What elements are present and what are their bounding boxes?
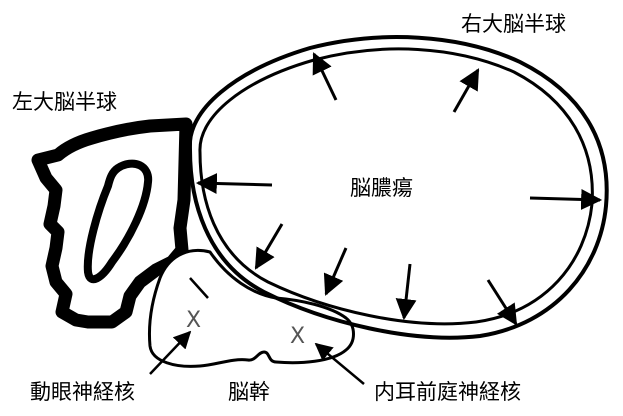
arrow-down-left [254,223,284,270]
arrow-down-center [395,263,417,321]
oculomotor-nucleus-marker: X [186,308,201,333]
vestibular-nucleus-label: 内耳前庭神経核 [374,380,521,404]
brainstem-label: 脳幹 [228,380,270,404]
oculomotor-pointer [149,330,192,375]
arrow-left [195,173,273,195]
arrow-right [529,188,603,210]
pointer-lines [149,277,365,385]
vestibular-pointer [314,342,365,385]
brainstem-shape [148,249,355,368]
arrow-down-right [486,279,518,326]
pressure-arrows [195,52,603,326]
arrow-up-right [452,68,480,113]
left-hemisphere-label: 左大脳半球 [12,90,117,114]
left-hemisphere-shape [31,117,193,329]
arrow-down-mid [323,247,348,296]
oculomotor-nucleus-label: 動眼神経核 [30,380,135,404]
abscess-label: 脳膿瘍 [350,176,413,200]
right-hemisphere-label: 右大脳半球 [461,12,566,36]
oculomotor-tick [189,277,209,299]
arrow-up-left [312,52,338,101]
vestibular-nucleus-marker: X [290,324,305,349]
